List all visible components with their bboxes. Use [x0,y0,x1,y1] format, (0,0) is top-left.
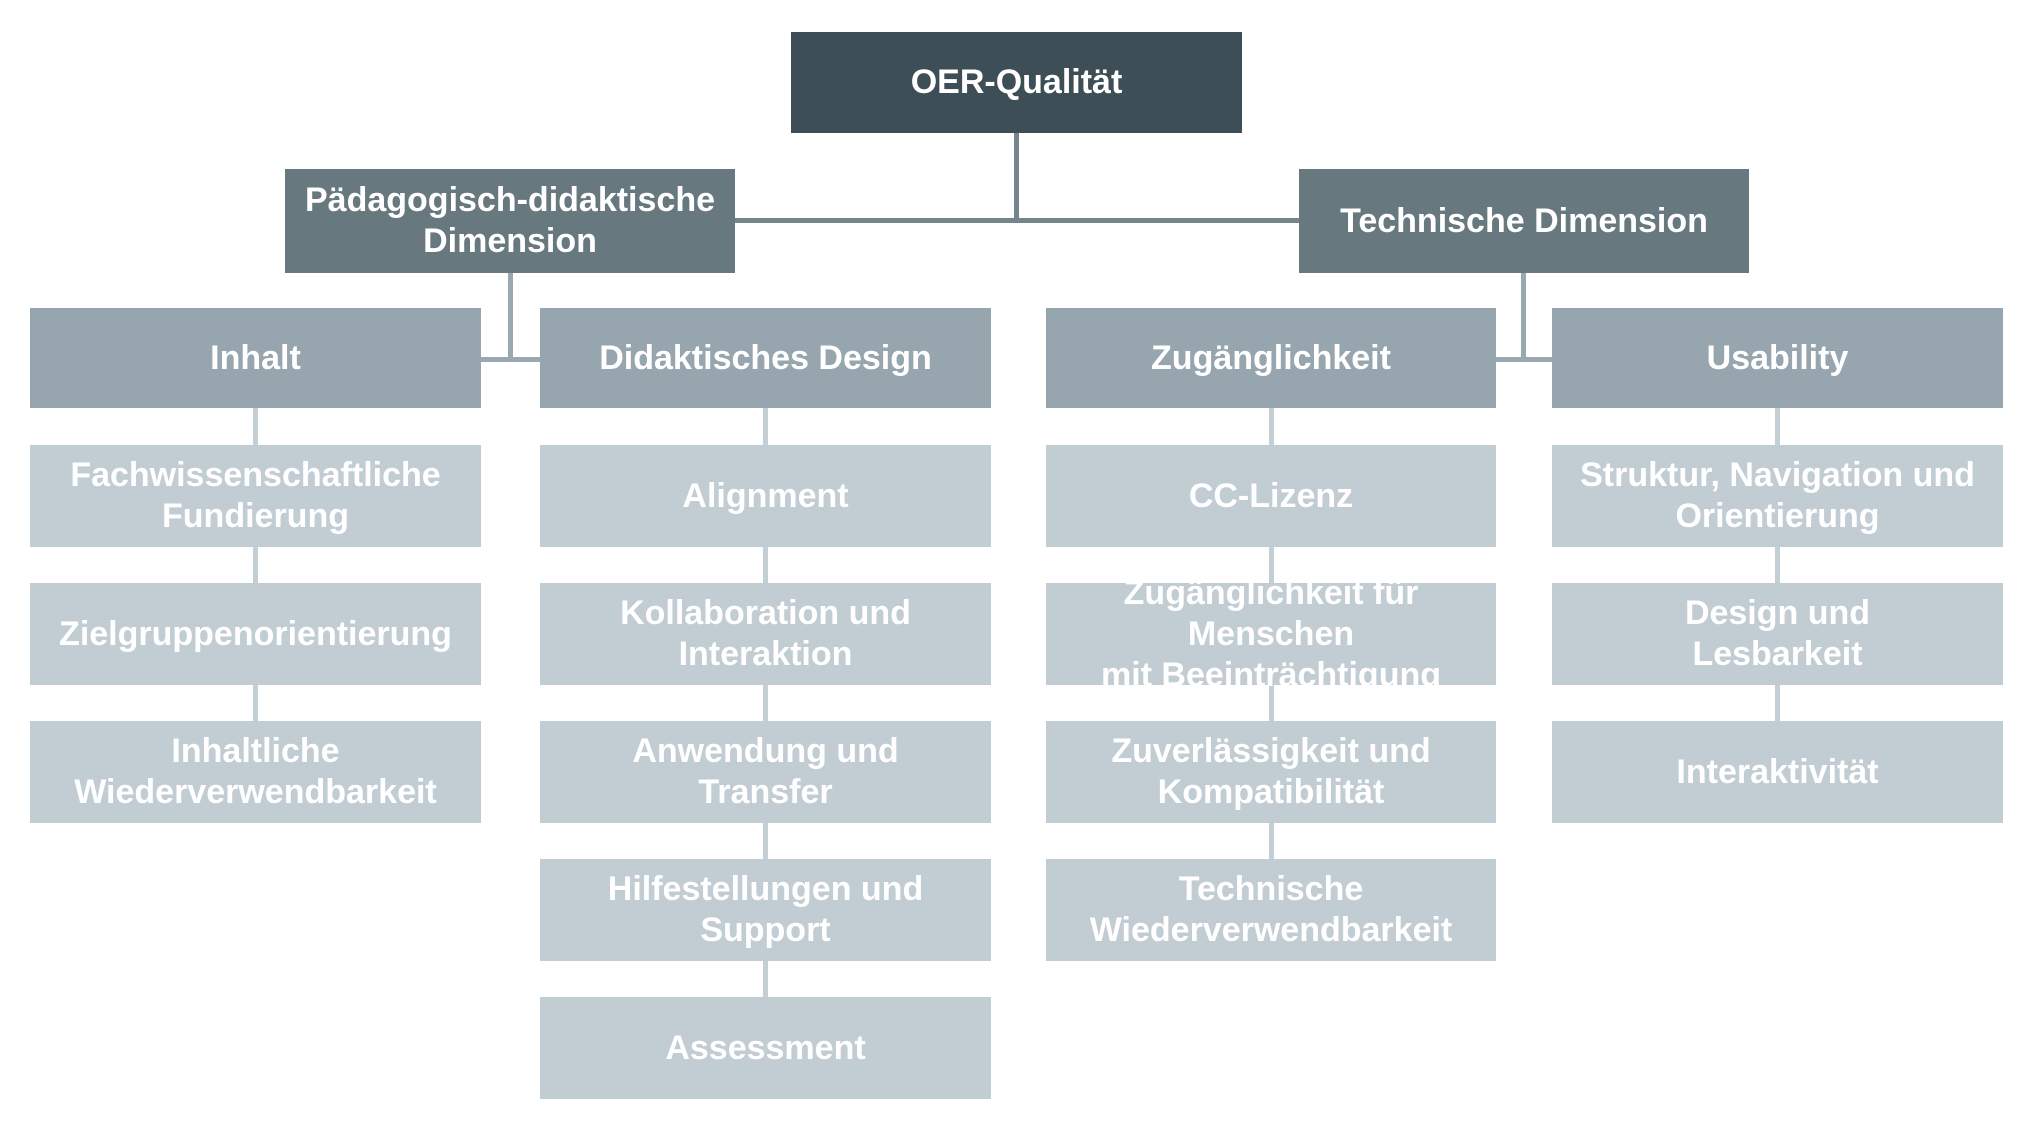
node-item-hilfestellungen-und-support: Hilfestellungen und Support [540,859,991,961]
node-item-cc-lizenz: CC-Lizenz [1046,445,1496,547]
node-item-design-und-lesbarkeit: Design und Lesbarkeit [1552,583,2003,685]
node-oer-qualitaet: OER-Qualität [791,32,1242,133]
node-item-zuverlaessigkeit-und-kompatibilitaet: Zuverlässigkeit und Kompatibilität [1046,721,1496,823]
connector-col2-seg5 [763,961,768,997]
node-item-zugaenglichkeit-fuer-menschen: Zugänglichkeit für Menschen mit Beeinträ… [1046,574,1496,694]
connector-col4-seg2 [1775,547,1780,583]
connector-dimension-technisch-stub [1496,357,1552,362]
connector-root-vertical [1014,133,1019,221]
connector-dimension-paedagogisch-vertical [508,273,513,362]
connector-col3-seg2 [1269,547,1274,583]
node-item-kollaboration-und-interaktion: Kollaboration und Interaktion [540,583,991,685]
connector-col2-seg4 [763,823,768,859]
node-item-zielgruppenorientierung: Zielgruppenorientierung [30,583,481,685]
node-item-assessment: Assessment [540,997,991,1099]
node-item-fachwissenschaftliche-fundierung: Fachwissenschaftliche Fundierung [30,445,481,547]
connector-col3-seg4 [1269,823,1274,859]
connector-col2-seg1 [763,408,768,445]
connector-root-horizontal [735,218,1299,223]
connector-col1-seg1 [253,408,258,445]
connector-dimension-paedagogisch-stub [481,357,540,362]
connector-col3-seg1 [1269,408,1274,445]
connector-col3-seg3 [1269,685,1274,721]
node-item-inhaltliche-wiederverwendbarkeit: Inhaltliche Wiederverwendbarkeit [30,721,481,823]
node-item-alignment: Alignment [540,445,991,547]
node-item-struktur-navigation-orientierung: Struktur, Navigation und Orientierung [1552,445,2003,547]
connector-col2-seg2 [763,547,768,583]
node-category-inhalt: Inhalt [30,308,481,408]
node-category-zugaenglichkeit: Zugänglichkeit [1046,308,1496,408]
connector-dimension-technisch-vertical [1521,273,1526,362]
node-category-usability: Usability [1552,308,2003,408]
connector-col1-seg3 [253,685,258,721]
node-dimension-technisch: Technische Dimension [1299,169,1749,273]
node-item-interaktivitaet: Interaktivität [1552,721,2003,823]
node-category-didaktisches-design: Didaktisches Design [540,308,991,408]
node-dimension-paedagogisch-didaktisch: Pädagogisch-didaktische Dimension [285,169,735,273]
connector-col1-seg2 [253,547,258,583]
connector-col4-seg3 [1775,685,1780,721]
connector-col2-seg3 [763,685,768,721]
node-item-technische-wiederverwendbarkeit: Technische Wiederverwendbarkeit [1046,859,1496,961]
node-item-anwendung-und-transfer: Anwendung und Transfer [540,721,991,823]
connector-col4-seg1 [1775,408,1780,445]
